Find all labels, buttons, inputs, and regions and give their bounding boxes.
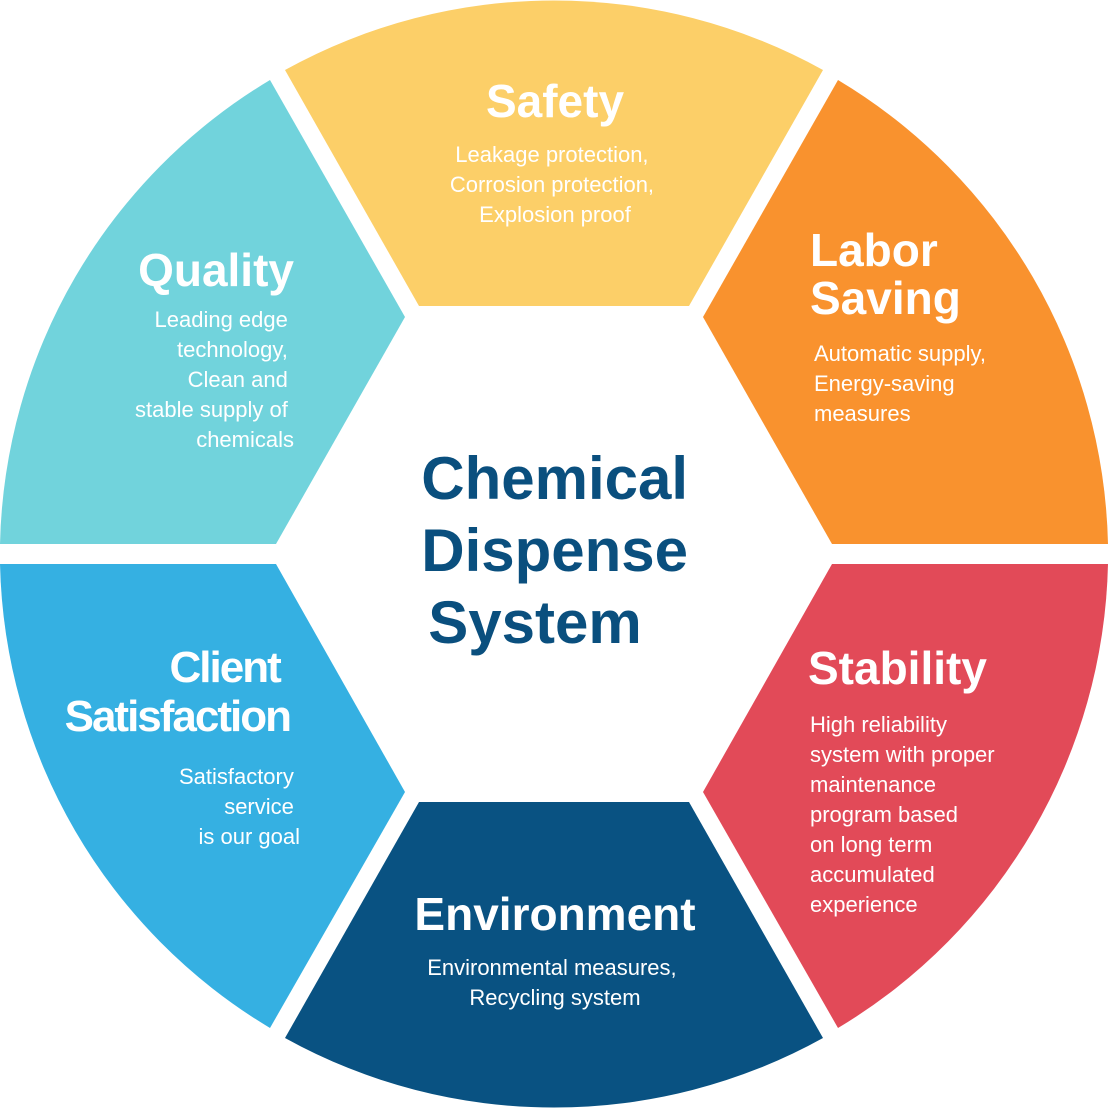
stability-title: Stability (808, 642, 987, 694)
stability-description: High reliability system with proper main… (810, 712, 1001, 917)
labor-saving-title: Labor Saving (810, 224, 961, 324)
center-title: Chemical Dispense System (421, 445, 704, 656)
segment-stability-shape (703, 564, 1108, 1028)
client-satisfaction-title: Client Satisfaction (65, 643, 291, 741)
environment-description: Environmental measures, Recycling system (427, 955, 683, 1010)
segment-client-satisfaction-shape (0, 564, 405, 1028)
safety-title: Safety (486, 75, 624, 127)
quality-title: Quality (138, 244, 294, 296)
segment-safety-shape (285, 0, 823, 306)
segment-labor-saving-shape (703, 80, 1108, 544)
safety-description: Leakage protection, Corrosion protection… (450, 142, 660, 227)
segment-environment-shape (285, 802, 823, 1108)
environment-title: Environment (414, 888, 695, 940)
segment-quality-shape (0, 80, 405, 544)
labor-saving-description: Automatic supply, Energy-saving measures (814, 341, 992, 426)
quality-description: Leading edge technology, Clean and stabl… (135, 307, 294, 452)
client-satisfaction-description: Satisfactory service is our goal (179, 764, 300, 849)
